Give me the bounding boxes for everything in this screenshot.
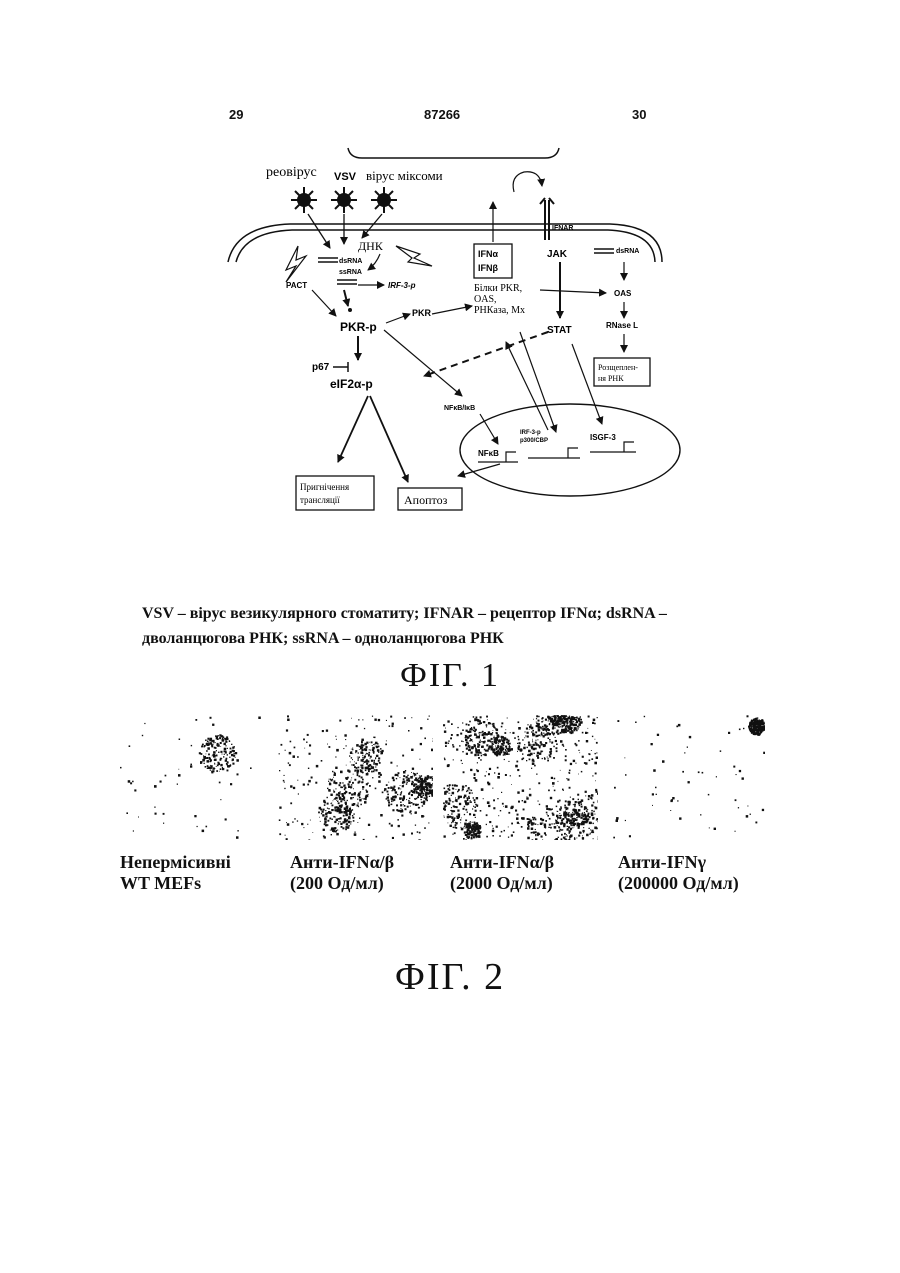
label-rnase-l: RNase L bbox=[606, 321, 638, 330]
label-dsrna: dsRNA bbox=[339, 258, 362, 265]
label-jak: JAK bbox=[547, 249, 568, 260]
figure2-label-3: Анти-IFNα/β(2000 Од/мл) bbox=[450, 852, 554, 894]
figure2-panel-3 bbox=[443, 715, 598, 840]
figure2-label-4: Анти-IFNγ(200000 Од/мл) bbox=[618, 852, 739, 894]
label-pkr-p: PKR-p bbox=[340, 320, 377, 334]
ifnar-receptor-icon bbox=[540, 198, 554, 240]
virus-reovirus-icon bbox=[291, 187, 317, 213]
label-proteins-2: OAS, bbox=[474, 294, 497, 305]
figure2-panel-2 bbox=[278, 715, 433, 840]
label-myxoma: вірус міксоми bbox=[366, 168, 443, 183]
label-vsv: VSV bbox=[334, 171, 357, 183]
cell-membrane-inner bbox=[236, 230, 655, 262]
label-p67: p67 bbox=[312, 362, 330, 373]
figure2-label-1: НепермісивніWT MEFs bbox=[120, 852, 231, 894]
pact-left-icon bbox=[286, 246, 306, 282]
figure2-caption: ФІГ. 2 bbox=[0, 955, 900, 999]
label-stat: STAT bbox=[547, 325, 572, 336]
label-dnk: ДНК bbox=[358, 239, 384, 253]
label-proteins-3: РНКаза, Mx bbox=[474, 305, 525, 316]
virus-myxoma-icon bbox=[371, 187, 397, 213]
label-nfkb-ikb: NFκB/IκB bbox=[444, 405, 475, 412]
label-irf3p: IRF-3-p bbox=[388, 281, 416, 290]
label-isgf3: ISGF-3 bbox=[590, 433, 616, 442]
label-ifnar: IFNAR bbox=[552, 225, 573, 232]
figure1-legend: VSV – вірус везикулярного стоматиту; IFN… bbox=[142, 601, 762, 651]
extracellular-bracket bbox=[348, 148, 559, 158]
figure1-pathway-diagram: реовірус VSV вірус міксоми ДНК dsRNA ssR… bbox=[0, 0, 900, 560]
label-pact: PACT bbox=[286, 281, 307, 290]
label-eif2a-p: eIF2α-p bbox=[330, 377, 373, 391]
label-ssrna: ssRNA bbox=[339, 269, 362, 276]
label-oas: OAS bbox=[614, 289, 632, 298]
label-apoptoz: Апоптоз bbox=[404, 493, 448, 507]
pact-right-icon bbox=[396, 246, 432, 266]
figure1-caption: ФІГ. 1 bbox=[0, 657, 900, 695]
label-rozshcheplennia-2: ня РНК bbox=[598, 374, 624, 383]
figure2-panel-1 bbox=[115, 715, 270, 840]
label-pryhnichennia-2: трансляції bbox=[300, 495, 340, 505]
figure2-panel-4 bbox=[610, 715, 765, 840]
label-nfkb: NFκB bbox=[478, 449, 499, 458]
label-proteins-1: Білки PKR, bbox=[474, 283, 522, 294]
label-p300-cbp: p300/CBP bbox=[520, 438, 548, 444]
label-pkr: PKR bbox=[412, 308, 432, 318]
label-dsrna-right: dsRNA bbox=[616, 248, 639, 255]
virus-vsv-icon bbox=[331, 187, 357, 213]
label-ifnb: IFNβ bbox=[478, 263, 498, 273]
label-ifna: IFNα bbox=[478, 249, 498, 259]
label-irf3p-nuc: IRF-3-p bbox=[520, 430, 541, 436]
figure2-label-2: Анти-IFNα/β(200 Од/мл) bbox=[290, 852, 394, 894]
label-reovirus: реовірус bbox=[266, 165, 317, 180]
label-rozshcheplennia-1: Розщеплен- bbox=[598, 363, 638, 372]
label-pryhnichennia-1: Пригнічення bbox=[300, 482, 349, 492]
